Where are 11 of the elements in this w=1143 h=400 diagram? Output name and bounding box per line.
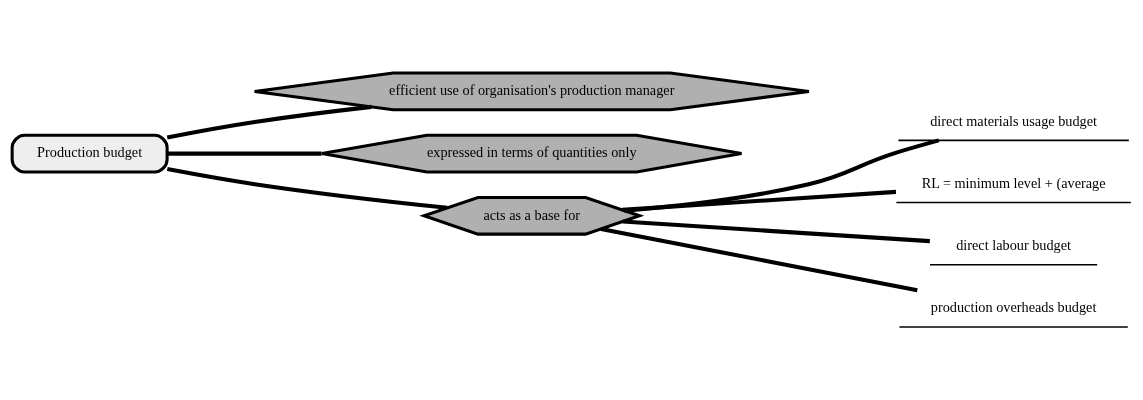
connector: [622, 219, 930, 244]
connector: [600, 227, 918, 293]
connector: [166, 167, 448, 210]
node-text: production overheads budget: [930, 299, 1097, 316]
node-box: Production budget: [10, 133, 169, 174]
connector: [622, 189, 897, 212]
node-text: RL = minimum level + (average: [921, 174, 1106, 191]
connector: [624, 138, 940, 213]
node-text: direct labour budget: [956, 237, 1072, 254]
connector: [167, 151, 322, 156]
node-text: direct materials usage budget: [930, 112, 1097, 129]
